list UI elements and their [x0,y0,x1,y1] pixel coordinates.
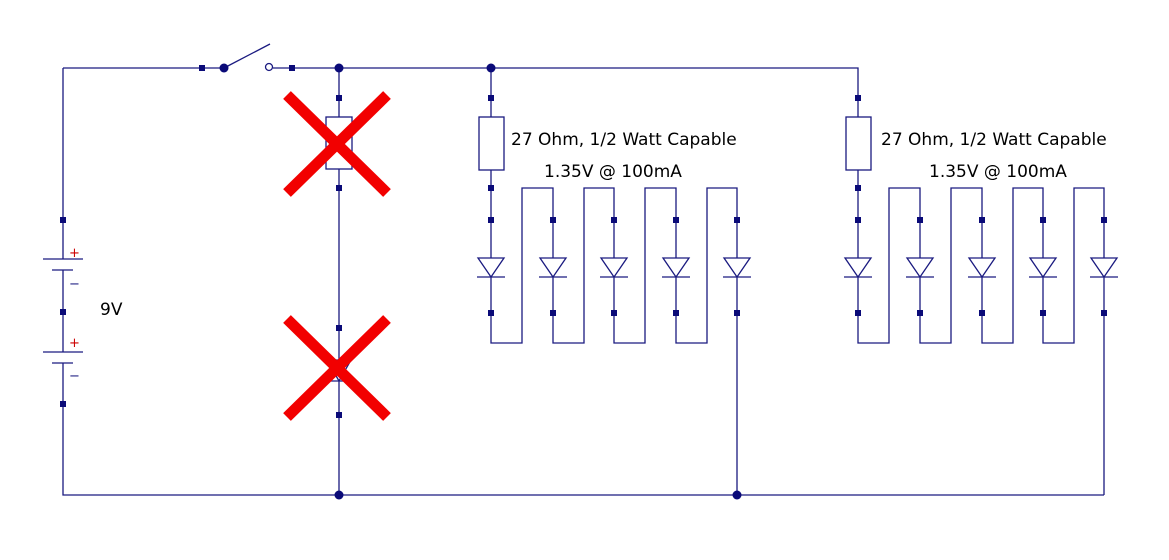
led-rating-left-label: 1.35V @ 100mA [544,162,682,182]
pin-marker [488,217,494,223]
resistor-right [845,98,872,220]
led-diode [538,220,568,313]
junction-nodes [334,63,742,500]
pin-marker [1101,310,1107,316]
pin-marker [289,65,295,71]
led-diode [476,220,506,313]
switch [202,43,292,73]
pin-marker [199,65,205,71]
pin-marker [917,217,923,223]
led-diode [1028,220,1058,313]
cross-out-resistor [283,91,391,197]
pin-marker [855,217,861,223]
pin-marker [1040,310,1046,316]
pin-marker [60,401,66,407]
pin-marker [734,217,740,223]
led-diode [661,220,691,313]
pin-marker [550,217,556,223]
pin-marker [1101,217,1107,223]
resistor-left-label: 27 Ohm, 1/2 Watt Capable [511,130,737,150]
minus-sign-top: − [69,277,80,292]
battery-top: + − [43,220,83,312]
led-bank-left [476,220,752,313]
pin-marker [60,217,66,223]
pin-marker [855,95,861,101]
pin-marker [917,310,923,316]
led-diode [967,220,997,313]
cross-out-diode [283,315,391,421]
pin-marker [488,310,494,316]
led-diode [905,220,935,313]
pin-marker [1040,217,1046,223]
led-rating-right-label: 1.35V @ 100mA [929,162,1067,182]
pin-marker [611,217,617,223]
led-bank-right [843,220,1119,313]
pin-marker [673,310,679,316]
pin-marker [855,310,861,316]
led-diode [1089,220,1119,313]
pin-marker [336,412,342,418]
pin-marker [488,95,494,101]
led-diode [722,220,752,313]
resistor-left [478,98,505,220]
pin-marker [979,217,985,223]
battery-voltage-label: 9V [100,300,123,320]
led-diode [599,220,629,313]
pin-marker [336,325,342,331]
plus-sign-bottom: + [69,336,80,351]
pin-marker [60,309,66,315]
led-diode [843,220,873,313]
pin-marker [488,185,494,191]
pin-marker [336,185,342,191]
pin-marker [673,217,679,223]
plus-sign-top: + [69,246,80,261]
pin-marker [979,310,985,316]
battery-bottom: + − [43,312,83,404]
wires [62,67,1105,496]
pin-marker [855,185,861,191]
resistor-right-label: 27 Ohm, 1/2 Watt Capable [881,130,1107,150]
pin-marker [734,310,740,316]
pin-marker [550,310,556,316]
pin-marker [611,310,617,316]
pin-marker [336,95,342,101]
minus-sign-bottom: − [69,369,80,384]
pin-markers [60,65,1107,418]
